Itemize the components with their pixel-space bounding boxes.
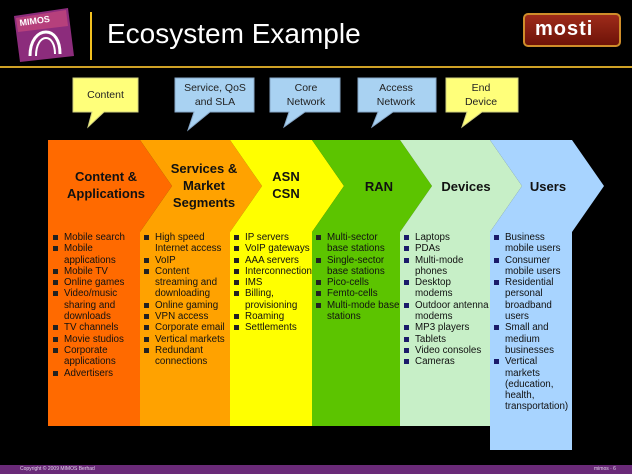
- list-item: Single-sector base stations: [315, 255, 401, 278]
- list-item: High speed Internet access: [143, 232, 229, 255]
- list-item: Corporate email: [143, 322, 229, 333]
- list-item: Mobile search: [52, 232, 138, 243]
- list-item: Business mobile users: [493, 232, 571, 255]
- list-item: Roaming: [233, 311, 313, 322]
- list-item: Online gaming: [143, 300, 229, 311]
- list-item: Corporate applications: [52, 345, 138, 368]
- list-item: Vertical markets (education, health, tra…: [493, 356, 571, 412]
- chevron-title-asn: ASN CSN: [272, 169, 300, 201]
- chevron-asn: [230, 140, 344, 232]
- chevron-devices: [400, 140, 522, 232]
- column-ran-bg: [312, 232, 400, 426]
- list-item: Consumer mobile users: [493, 255, 571, 278]
- mimos-logo: MIMOS: [14, 8, 74, 62]
- list-item: Advertisers: [52, 368, 138, 379]
- list-item: Outdoor antenna modems: [403, 300, 489, 323]
- chevron-content: [48, 140, 172, 232]
- chevron-title-users: Users: [529, 179, 567, 194]
- callout-end-device: End Device: [464, 82, 498, 108]
- list-item: VoIP: [143, 255, 229, 266]
- chevron-title-content: Content & Applications: [66, 169, 145, 201]
- list-asn: IP servers VoIP gateways AAA servers Int…: [233, 232, 313, 334]
- list-item: Desktop modems: [403, 277, 489, 300]
- list-item: Video/music sharing and downloads: [52, 288, 138, 322]
- header-rule: [0, 66, 632, 68]
- list-item: Settlements: [233, 322, 313, 333]
- list-item: PDAs: [403, 243, 489, 254]
- list-item: Interconnection: [233, 266, 313, 277]
- list-item: VoIP gateways: [233, 243, 313, 254]
- column-services-bg: [140, 232, 230, 426]
- list-item: IMS: [233, 277, 313, 288]
- column-content-bg: [48, 232, 140, 426]
- chevron-services: [140, 140, 262, 232]
- chevron-title-devices: Devices: [441, 179, 491, 194]
- callout-bubble-service: [174, 77, 255, 132]
- footer-bar: [0, 465, 632, 474]
- list-item: Pico-cells: [315, 277, 401, 288]
- list-item: MP3 players: [403, 322, 489, 333]
- list-item: Mobile TV: [52, 266, 138, 277]
- list-item: Femto-cells: [315, 288, 401, 299]
- list-item: TV channels: [52, 322, 138, 333]
- column-asn-bg: [230, 232, 312, 426]
- list-item: Content streaming and downloading: [143, 266, 229, 300]
- page-title: Ecosystem Example: [107, 18, 361, 49]
- list-item: Multi-mode base stations: [315, 300, 401, 323]
- list-item: Mobile applications: [52, 243, 138, 266]
- list-item: Redundant connections: [143, 345, 229, 368]
- list-item: Cameras: [403, 356, 489, 367]
- list-item: Multi-sector base stations: [315, 232, 401, 255]
- callout-access-network: Access Network: [376, 82, 416, 108]
- list-item: Tablets: [403, 334, 489, 345]
- list-content: Mobile search Mobile applications Mobile…: [52, 232, 138, 379]
- list-users: Business mobile users Consumer mobile us…: [493, 232, 571, 413]
- list-item: Residential personal broadband users: [493, 277, 571, 322]
- chevron-title-ran: RAN: [364, 179, 394, 194]
- callout-core-network: Core Network: [286, 82, 326, 108]
- mosti-logo-text: mosti: [535, 18, 594, 40]
- list-services: High speed Internet access VoIP Content …: [143, 232, 229, 368]
- callout-bubble-content: [72, 77, 139, 129]
- callout-bubble-access-network: [357, 77, 437, 129]
- list-devices: Laptops PDAs Multi-mode phones Desktop m…: [403, 232, 489, 368]
- callout-bubble-core-network: [269, 77, 341, 129]
- list-ran: Multi-sector base stations Single-sector…: [315, 232, 401, 322]
- chevron-title-services: Services & Market Segments: [170, 161, 238, 210]
- footer-page-number: mimos · 6: [594, 466, 616, 472]
- mosti-logo: mosti: [523, 13, 621, 47]
- chevron-users: [490, 140, 604, 232]
- callout-bubble-end-device: [445, 77, 519, 129]
- column-devices-bg: [400, 232, 490, 426]
- list-item: Billing, provisioning: [233, 288, 313, 311]
- header-divider: [90, 12, 92, 60]
- list-item: AAA servers: [233, 255, 313, 266]
- list-item: Small and medium businesses: [493, 322, 571, 356]
- list-item: IP servers: [233, 232, 313, 243]
- callout-content: Content: [87, 89, 124, 101]
- list-item: Video consoles: [403, 345, 489, 356]
- list-item: VPN access: [143, 311, 229, 322]
- callout-layer: [72, 77, 519, 132]
- list-item: Vertical markets: [143, 334, 229, 345]
- column-users-bg: [490, 232, 572, 450]
- footer-copyright: Copyright © 2009 MIMOS Berhad: [20, 466, 95, 472]
- list-item: Laptops: [403, 232, 489, 243]
- chevron-ran: [312, 140, 432, 232]
- mimos-logo-text: MIMOS: [19, 14, 51, 28]
- callout-service: Service, QoS and SLA: [184, 82, 246, 108]
- list-item: Movie studios: [52, 334, 138, 345]
- list-item: Multi-mode phones: [403, 255, 489, 278]
- list-item: Online games: [52, 277, 138, 288]
